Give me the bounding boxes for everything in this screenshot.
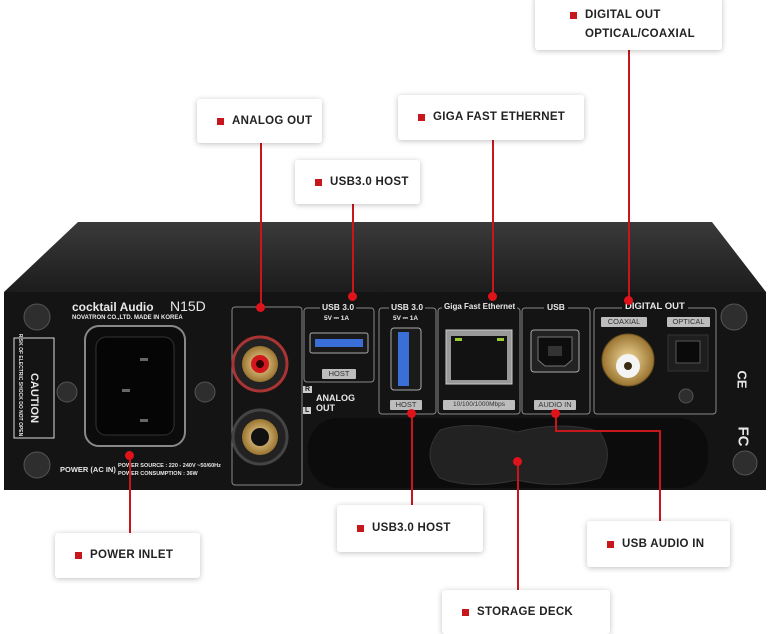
bullet-icon [75,552,82,559]
coaxial-label: COAXIAL [601,317,647,327]
analog-out-panel-label: ANALOG OUT [316,393,355,413]
usb30-label-a: USB 3.0 [320,302,357,312]
bullet-icon [462,608,469,616]
bullet-icon [315,178,322,186]
callout-usb-host-top: USB3.0 HOST [295,160,420,204]
callout-usb-audio-in-label: USB AUDIO IN [622,537,705,550]
device-top-panel [4,222,766,292]
callout-digital-out-line2: OPTICAL/COAXIAL [585,28,695,40]
usb-power-b: 5V ⎓ 1A [393,315,419,322]
callout-digital-out-line1: DIGITAL OUT [585,9,661,21]
callout-usb-host-bottom: USB3.0 HOST [337,505,483,552]
r-label: R [303,386,313,393]
power-source: POWER SOURCE : 220 - 240V ~50/60Hz [118,463,221,469]
bullet-icon [217,117,224,125]
callout-giga-ethernet-label: GIGA FAST ETHERNET [433,111,566,123]
callout-storage-deck: STORAGE DECK [442,590,610,634]
audio-in-label: AUDIO IN [534,400,576,410]
storage-deck-handle [429,424,608,486]
caution-label: CAUTION [28,372,40,424]
ce-mark: CE [734,370,750,389]
callout-usb-host-top-label: USB3.0 HOST [330,175,409,188]
callout-giga-ethernet: GIGA FAST ETHERNET [398,95,584,140]
host-label-b: HOST [390,400,422,410]
bullet-icon [357,525,364,532]
callout-storage-deck-label: STORAGE DECK [477,605,574,618]
usb30-label-b: USB 3.0 [389,302,426,312]
digital-out-panel-label: DIGITAL OUT [622,301,688,312]
power-consumption: POWER CONSUMPTION : 36W [118,471,198,477]
usb-power-a: 5V ⎓ 1A [324,315,350,322]
callout-usb-audio-in: USB AUDIO IN [587,521,730,567]
host-label-a: HOST [322,369,356,379]
fc-mark: FC [734,426,752,447]
bullet-icon [570,12,577,19]
callout-power-inlet: POWER INLET [55,533,200,578]
callout-usb-host-bottom-label: USB3.0 HOST [372,522,451,534]
callout-analog-out: ANALOG OUT [197,99,322,143]
device-model: N15D [170,298,206,314]
caution-sub: RISK OF ELECTRIC SHOCK DO NOT OPEN [17,333,23,437]
power-label: POWER (AC IN) [60,465,116,474]
usb-panel-label: USB [544,302,568,312]
callout-power-inlet-label: POWER INLET [90,549,174,561]
ethernet-speed-label: 10/100/1000Mbps [443,400,515,410]
optical-label: OPTICAL [667,317,710,327]
bullet-icon [607,540,614,548]
l-label: L [303,407,312,414]
ethernet-panel-label: Giga Fast Ethernet [442,302,518,311]
device-brand: cocktail Audio [72,300,154,314]
callout-analog-out-label: ANALOG OUT [232,114,313,127]
bullet-icon [418,114,425,121]
callout-digital-out: DIGITAL OUT OPTICAL/COAXIAL [535,0,722,50]
device-maker: NOVATRON CO.,LTD. MADE IN KOREA [72,315,183,321]
